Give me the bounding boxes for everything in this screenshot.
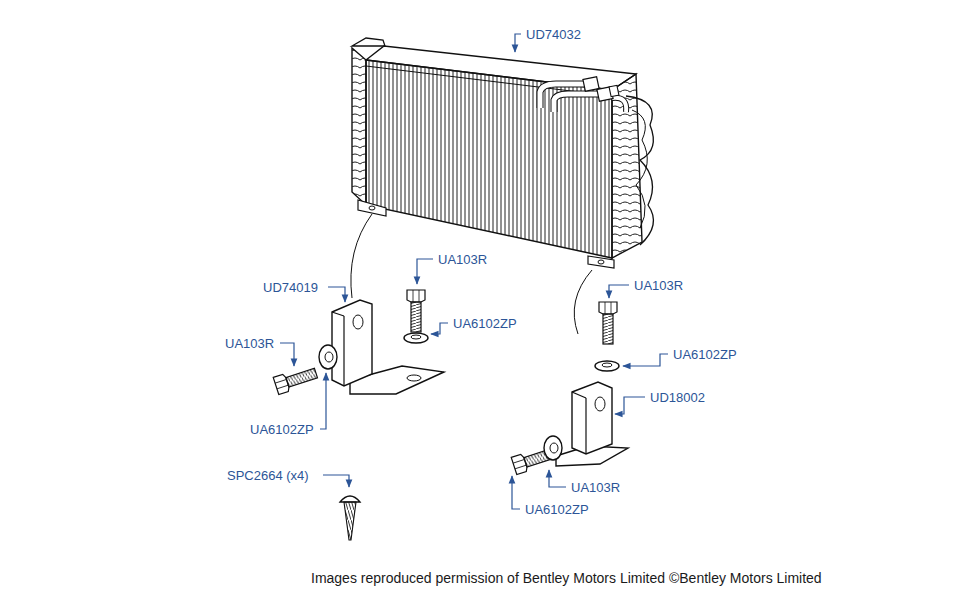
part-label: UA103R: [224, 336, 275, 351]
assembly-curves: [351, 214, 592, 334]
part-label: UA6102ZP: [524, 502, 590, 517]
copyright-text: Images reproduced permission of Bentley …: [310, 570, 823, 586]
part-number: UA103R: [224, 334, 275, 352]
leader-lines: [280, 34, 668, 509]
fasteners: [273, 290, 619, 540]
part-label: UA6102ZP: [249, 422, 315, 437]
part-number: SPC2664 (x4): [226, 466, 310, 484]
part-label: UD74032: [525, 27, 582, 42]
part-number: UA6102ZP: [524, 500, 590, 518]
part-label: UA103R: [437, 252, 488, 267]
copyright-note: Images reproduced permission of Bentley …: [310, 569, 823, 587]
part-label: UA6102ZP: [672, 347, 738, 362]
bracket-right: [556, 382, 628, 466]
part-number: UA103R: [633, 276, 684, 294]
part-number: UA103R: [570, 478, 621, 496]
part-label: UA6102ZP: [452, 316, 518, 331]
evaporator-core: [352, 38, 653, 268]
part-label: UD18002: [649, 390, 706, 405]
part-number: UD74019: [262, 278, 319, 296]
part-label: UD74019: [262, 280, 319, 295]
part-number: UA103R: [437, 250, 488, 268]
bracket-left: [332, 300, 444, 394]
part-number: UD74032: [525, 25, 582, 43]
part-label: UA103R: [570, 480, 621, 495]
part-number: UA6102ZP: [249, 420, 315, 438]
part-label: SPC2664 (x4): [226, 468, 310, 483]
part-number: UA6102ZP: [672, 345, 738, 363]
part-number: UD18002: [649, 388, 706, 406]
part-number: UA6102ZP: [452, 314, 518, 332]
part-label: UA103R: [633, 278, 684, 293]
